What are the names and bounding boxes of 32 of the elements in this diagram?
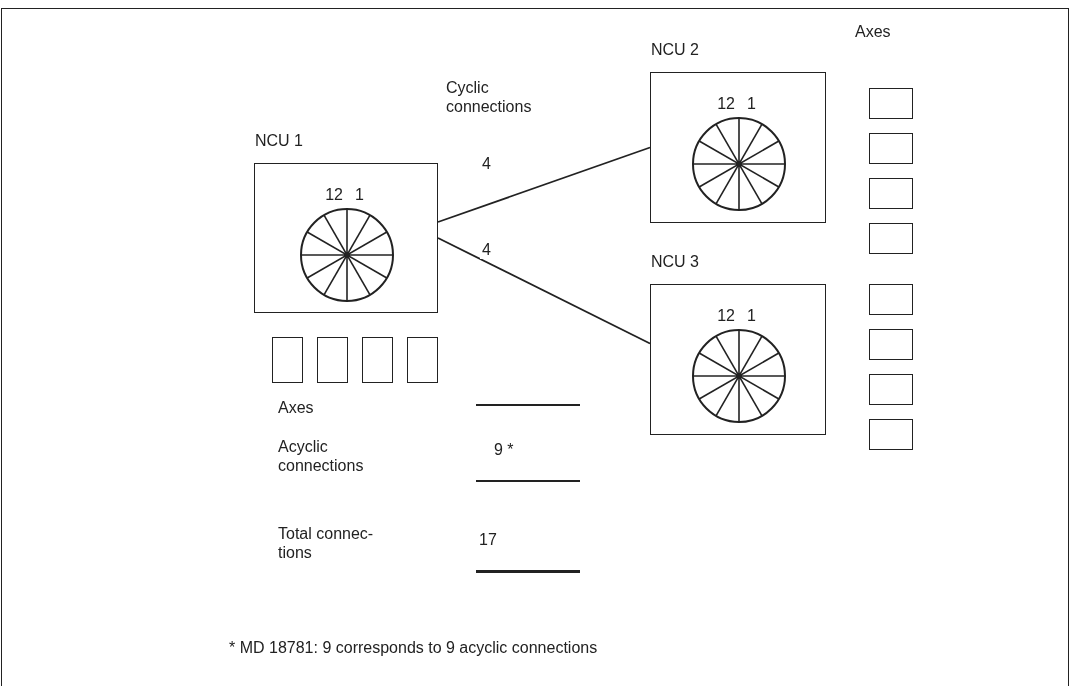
axis-box	[407, 337, 438, 383]
label-text: Acyclic connections	[278, 437, 365, 475]
axis-box	[272, 337, 303, 383]
label-text: Cyclic connections	[446, 78, 533, 116]
axis-box	[869, 133, 913, 164]
axis-box	[869, 223, 913, 254]
dial-number: 1	[355, 185, 364, 204]
unit-label: NCU 1	[255, 131, 303, 150]
axis-box	[362, 337, 393, 383]
footnote-text: * MD 18781: 9 corresponds to 9 acyclic connections	[229, 638, 598, 657]
value-text: 17	[479, 530, 497, 549]
edge-label: 4	[480, 240, 493, 259]
axis-box	[869, 178, 913, 209]
axis-box	[869, 374, 913, 405]
connection-line	[437, 146, 651, 223]
axis-box	[869, 419, 913, 450]
label-text: Total connec- tions	[278, 524, 375, 562]
label-text: Axes	[855, 22, 891, 41]
label-text: Axes	[278, 398, 314, 417]
dial-number: 12	[325, 185, 343, 204]
connection-line	[437, 237, 651, 345]
axis-box	[869, 88, 913, 119]
axis-box	[317, 337, 348, 383]
dial-number: 12	[717, 94, 735, 113]
dial-number: 1	[747, 94, 756, 113]
unit-label: NCU 3	[651, 252, 699, 271]
dial-number: 1	[747, 306, 756, 325]
unit-label: NCU 2	[651, 40, 699, 59]
axis-box	[869, 329, 913, 360]
value-text: 9 *	[494, 440, 514, 459]
dial-number: 12	[717, 306, 735, 325]
axis-box	[869, 284, 913, 315]
